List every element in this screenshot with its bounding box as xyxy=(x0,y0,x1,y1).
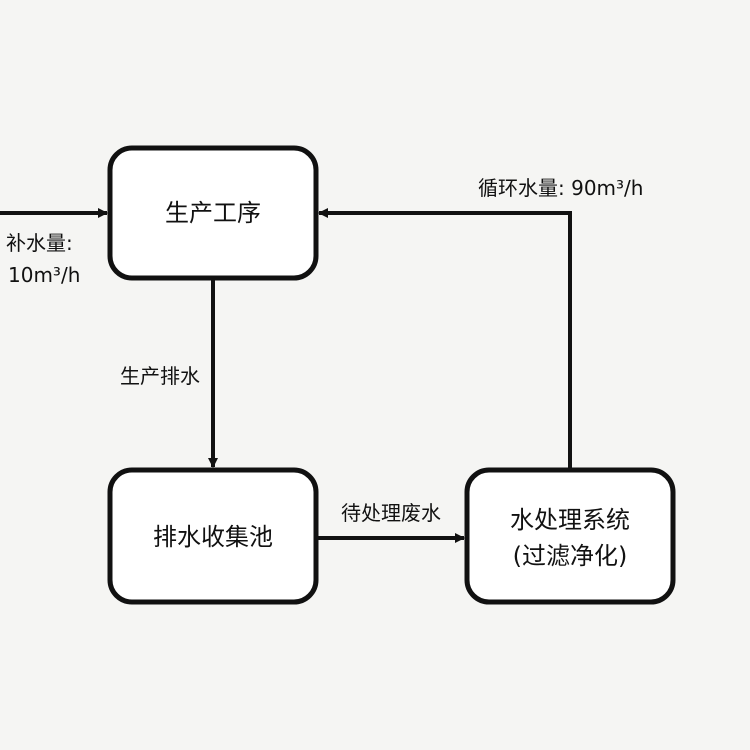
node-production: 生产工序 xyxy=(107,145,319,281)
edge-makeup-water: 补水量: 10m³/h xyxy=(0,208,108,287)
edge-recycle-water-label: 循环水量: 90m³/h xyxy=(478,176,643,200)
node-treatment-system-sublabel: (过滤净化) xyxy=(513,542,628,570)
node-treatment-system-box xyxy=(464,467,676,605)
edge-production-drainage-label: 生产排水 xyxy=(120,364,200,388)
node-treatment-system-label: 水处理系统 xyxy=(510,506,630,534)
node-production-label: 生产工序 xyxy=(165,199,261,227)
node-production-box xyxy=(107,145,319,281)
edge-wastewater: 待处理废水 xyxy=(318,501,465,543)
edge-production-drainage: 生产排水 xyxy=(120,280,218,468)
edge-recycle-water: 循环水量: 90m³/h xyxy=(318,176,643,468)
edge-makeup-water-value: 10m³/h xyxy=(8,263,80,287)
edge-recycle-water-arrow xyxy=(318,208,572,468)
edge-wastewater-label: 待处理废水 xyxy=(341,501,441,525)
edge-makeup-water-label: 补水量: xyxy=(6,231,73,255)
node-collection-pool-box xyxy=(107,467,319,605)
node-collection-pool-label: 排水收集池 xyxy=(153,523,273,551)
node-treatment-system: 水处理系统 (过滤净化) xyxy=(464,467,676,605)
node-collection-pool: 排水收集池 xyxy=(107,467,319,605)
